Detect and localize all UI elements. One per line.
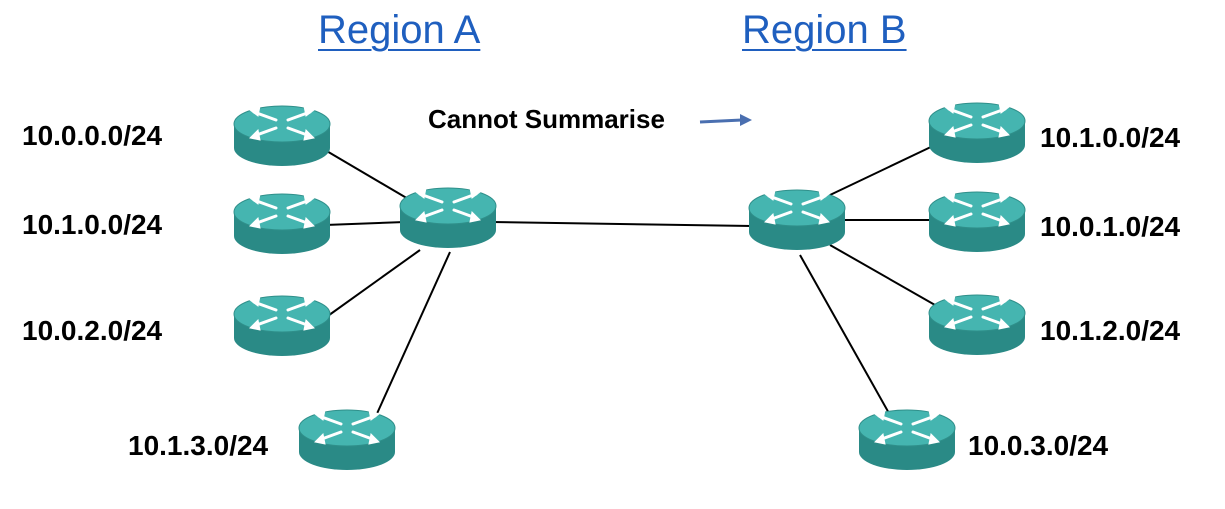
link-a4-core (374, 251, 451, 419)
network-label-b1: 10.1.0.0/24 (1040, 122, 1181, 153)
annotation-label: Cannot Summarise (428, 104, 665, 134)
router-icon-b4 (857, 408, 957, 472)
network-label-b2: 10.0.1.0/24 (1040, 211, 1181, 242)
link-a2-core (324, 221, 406, 226)
link-core-b4 (799, 254, 891, 416)
link-a1-core (324, 149, 411, 201)
network-label-b4: 10.0.3.0/24 (968, 430, 1109, 461)
router-icon-b1 (927, 101, 1027, 165)
network-label-b3: 10.1.2.0/24 (1040, 315, 1181, 346)
link-a3-core (324, 249, 421, 319)
links (324, 144, 936, 419)
router-icon-a1 (232, 104, 332, 168)
network-label-a3: 10.0.2.0/24 (22, 315, 163, 346)
region-b-title: Region B (742, 8, 907, 52)
router-icon-core-a (398, 186, 498, 250)
router-icon-core-b (747, 188, 847, 252)
region-a-title: Region A (318, 8, 481, 52)
router-icon-b3 (927, 293, 1027, 357)
link-core-b1 (829, 144, 936, 196)
router-icon-b2 (927, 190, 1027, 254)
router-icon-a2 (232, 192, 332, 256)
link-core-core (491, 221, 753, 227)
network-label-a4: 10.1.3.0/24 (128, 430, 269, 461)
link-core-b3 (829, 244, 936, 306)
router-icon-a4 (297, 408, 397, 472)
network-label-a2: 10.1.0.0/24 (22, 209, 163, 240)
arrow-right-icon (699, 114, 752, 126)
router-icon-a3 (232, 294, 332, 358)
network-label-a1: 10.0.0.0/24 (22, 120, 163, 151)
